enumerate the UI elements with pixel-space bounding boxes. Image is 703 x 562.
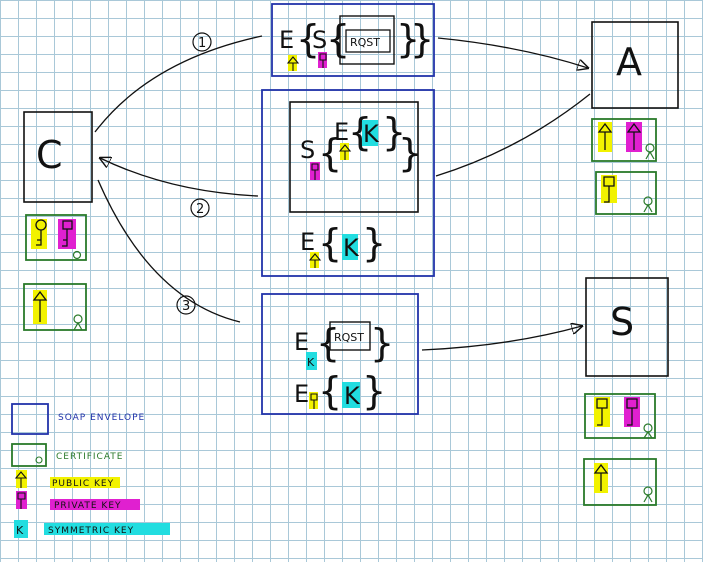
seal-icon [72, 250, 82, 260]
symmetric-key-highlight [362, 120, 378, 146]
key-icon [32, 290, 48, 322]
svg-text:}: } [362, 369, 386, 413]
encrypt-symbol: E [294, 380, 309, 408]
arrow-client-to-envelope1 [94, 35, 263, 133]
svg-text:}: } [370, 321, 394, 365]
client-keypair-certificate [25, 214, 87, 261]
encrypt-symbol: E [334, 118, 349, 146]
seal-icon [643, 423, 653, 439]
svg-text:{: { [318, 221, 342, 265]
authority-node: A [591, 21, 679, 109]
svg-text:1: 1 [198, 36, 206, 51]
legend-private-key: PRIVATE KEY [16, 491, 140, 511]
key-icon [311, 163, 319, 180]
legend-public-key: PUBLIC KEY [14, 470, 120, 489]
key-icon [62, 220, 73, 247]
key-icon [308, 253, 322, 268]
key-icon [626, 122, 642, 150]
step-3-marker: 3 [176, 295, 196, 315]
service-public-certificate [583, 458, 657, 506]
key-icon [603, 176, 615, 203]
svg-text:K: K [307, 356, 315, 369]
legend-soap-envelope: SOAP ENVELOPE [11, 403, 145, 435]
encrypt-symbol: E [279, 26, 294, 54]
step-1-marker: 1 [192, 32, 212, 52]
key-icon [596, 398, 608, 426]
encrypt-symbol: E [294, 328, 309, 356]
key-icon [35, 219, 47, 246]
legend-public-key-label: PUBLIC KEY [52, 479, 114, 489]
envelope-response-from-authority: S { E { K } } E { K } [261, 89, 435, 277]
client-node: C [23, 111, 93, 203]
key-icon [597, 122, 613, 150]
svg-text:{: { [296, 17, 320, 61]
key-icon [310, 393, 318, 409]
legend-private-key-label: PRIVATE KEY [54, 501, 122, 511]
symmetric-key-symbol: K [344, 382, 361, 410]
arrow-authority-to-envelope2 [435, 93, 591, 177]
seal-icon [643, 486, 653, 503]
flow-arrows [94, 35, 591, 351]
legend-soap-envelope-label: SOAP ENVELOPE [58, 413, 145, 423]
svg-text:}: } [398, 131, 422, 175]
arrow-envelope1-to-authority [437, 37, 588, 68]
symmetric-key-symbol: K [343, 234, 360, 262]
key-icon [319, 53, 327, 68]
seal-icon [73, 314, 83, 331]
symmetric-key-highlight [342, 234, 358, 260]
envelope-request-to-authority: E { S { RQST } } [271, 3, 435, 77]
svg-text:3: 3 [182, 299, 190, 314]
client-public-certificate [23, 283, 87, 331]
svg-text:{: { [316, 321, 340, 365]
seal-icon [645, 143, 655, 160]
service-node: S [585, 277, 669, 377]
symmetric-key-symbol: K [363, 120, 380, 148]
seal-icon [643, 196, 653, 213]
request-label: RQST [334, 331, 364, 344]
svg-text:{: { [318, 131, 342, 175]
authority-label: A [616, 40, 642, 84]
request-label: RQST [350, 36, 380, 49]
svg-text:2: 2 [196, 202, 204, 217]
svg-text:}: } [396, 17, 420, 61]
legend-certificate-label: CERTIFICATE [56, 452, 123, 462]
public-key-highlight [31, 219, 47, 249]
encrypt-symbol: E [300, 228, 315, 256]
arrow-envelope2-to-client [100, 158, 259, 197]
svg-text:}: } [362, 221, 386, 265]
arrow-client-to-envelope3 [97, 179, 241, 323]
key-icon [14, 471, 28, 488]
envelope-request-to-service: E K { RQST } E { K } [261, 293, 419, 415]
arrow-envelope3-to-service [421, 326, 582, 351]
sign-symbol: S [312, 26, 327, 54]
svg-text:{: { [318, 369, 342, 413]
legend-certificate: CERTIFICATE [11, 443, 123, 467]
key-icon [17, 492, 26, 509]
key-icon [338, 144, 352, 160]
authority-keypair-certificate [591, 118, 657, 162]
svg-text:}: } [382, 110, 406, 154]
svg-text:}: } [410, 17, 434, 61]
legend: SOAP ENVELOPE CERTIFICATE PUBLIC KEY PRI… [11, 403, 170, 538]
service-label: S [610, 300, 634, 344]
svg-text:K: K [16, 524, 24, 537]
symmetric-key-highlight [342, 382, 360, 408]
key-icon [626, 398, 638, 426]
seal-icon [35, 456, 43, 464]
key-icon [593, 463, 609, 491]
legend-symmetric-key: K SYMMETRIC KEY [14, 520, 170, 538]
service-keypair-certificate [584, 393, 656, 439]
step-2-marker: 2 [190, 198, 210, 218]
key-icon [286, 56, 300, 71]
symmetric-key-highlight [306, 352, 317, 370]
sign-symbol: S [300, 136, 315, 164]
legend-symmetric-key-label: SYMMETRIC KEY [48, 526, 134, 536]
authority-public-certificate [595, 171, 657, 215]
client-label: C [36, 133, 63, 177]
